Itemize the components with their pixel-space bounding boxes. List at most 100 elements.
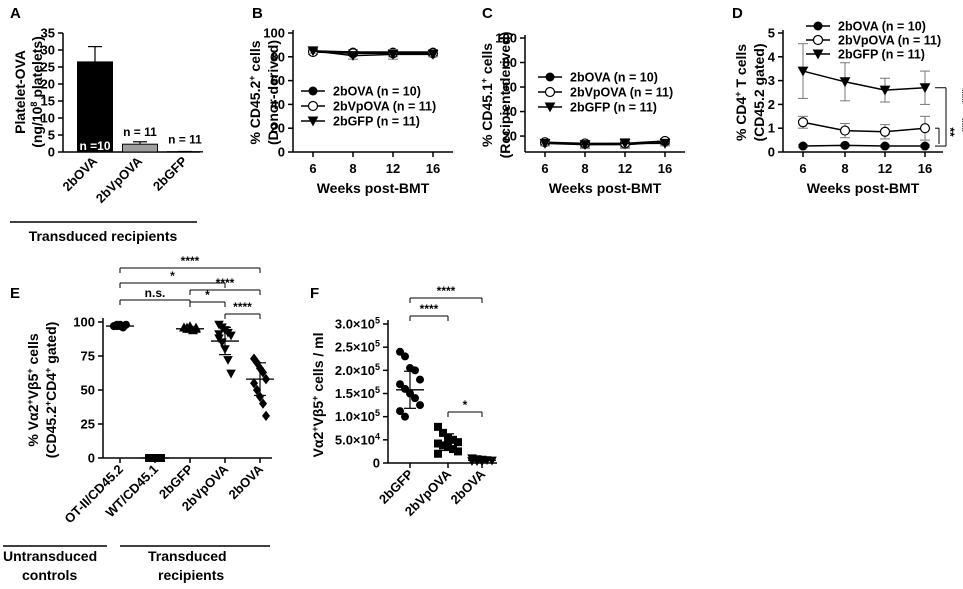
D-data-point (919, 83, 931, 94)
e-y-axis-title-2-part: CD4 (43, 373, 59, 401)
D-series-line (802, 144, 925, 147)
F-y-tick-label-part: 5 (375, 362, 380, 372)
D-y-axis-title-part: + (733, 91, 743, 96)
e-group-label-1b: controls (22, 567, 77, 583)
a-y-tick-label: 15 (41, 94, 55, 109)
F-data-point (434, 449, 442, 458)
f-y-axis-title-part: Vβ5 (310, 401, 326, 427)
B-y-axis-title-part: cells (247, 40, 263, 75)
D-data-point (879, 85, 891, 96)
F-data-point (434, 422, 442, 431)
D-data-point (839, 77, 851, 88)
panel-letter-e: E (10, 285, 20, 302)
D-data-point (919, 123, 931, 134)
D-y-tick-label: 0 (768, 145, 775, 160)
e-y-axis-title-2-part: + (43, 401, 53, 406)
B-legend-label: 2bGFP (n = 11) (333, 115, 420, 129)
C-y-tick-label: 80 (503, 55, 517, 70)
E-y-tick-label-part: 75 (81, 349, 95, 364)
E-sig-label: * (170, 269, 175, 283)
E-y-tick-label-part: 100 (73, 315, 95, 330)
C-data-point (579, 140, 591, 151)
D-legend-label: 2bVpOVA (n = 11) (838, 34, 941, 48)
D-data-point (839, 125, 851, 136)
e-y-axis-title: % Vα2+Vβ5+ cells (25, 333, 41, 447)
e-y-axis-title-part: + (25, 399, 35, 404)
C-x-tick-label: 8 (581, 161, 588, 176)
B-series-line (312, 50, 433, 57)
a-bar (122, 143, 158, 153)
D-series-line (802, 121, 926, 133)
B-y-tick-label: 80 (271, 49, 285, 64)
a-n-label: n = 11 (123, 125, 157, 139)
a-x-tick-label: 2bVpOVA (93, 153, 146, 206)
D-x-tick-label: 8 (841, 161, 848, 176)
d-sig-label: ** (943, 127, 957, 137)
C-legend-marker (544, 86, 556, 98)
E-data-point (262, 410, 270, 422)
E-data-point (250, 378, 258, 389)
F-x-tick-label: 2bOVA (448, 466, 489, 507)
F-data-point (411, 366, 419, 375)
F-sig-label: **** (437, 284, 456, 298)
B-x-tick-label: 12 (386, 161, 400, 176)
a-group-label: Transduced recipients (29, 228, 178, 244)
D-legend-marker (812, 34, 824, 46)
D-y-tick-label: 5 (768, 26, 775, 41)
a-y-tick-label: 0 (48, 145, 55, 160)
d-sig-label: *** (955, 89, 963, 103)
C-series-line (544, 142, 665, 146)
C-data-point (619, 138, 631, 149)
C-y-tick-label: 60 (503, 80, 517, 95)
E-data-point (253, 384, 261, 396)
E-x-tick-label: 2bOVA (226, 461, 267, 502)
E-data-point (259, 398, 267, 409)
F-data-point (401, 412, 409, 421)
E-y-tick-label: 25 (81, 417, 95, 432)
C-data-point (539, 138, 551, 149)
E-y-tick-label-part: 25 (81, 417, 95, 432)
F-data-point (449, 445, 457, 454)
D-data-point (798, 141, 808, 151)
a-n-label: n =10 (79, 139, 110, 153)
C-y-axis-title-part: % CD45.1 (479, 83, 495, 147)
f-y-axis-title-part: + (310, 396, 320, 401)
a-y-tick-label: 30 (41, 43, 55, 58)
f-y-axis-title-part: cells / ml (310, 333, 326, 396)
D-x-tick-label: 12 (878, 161, 892, 176)
f-y-axis-title-part: + (310, 426, 320, 431)
C-y-axis-title-2: (Recipient-derived) (497, 32, 513, 159)
C-x-tick-label: 6 (541, 161, 548, 176)
D-y-tick-label: 2 (768, 97, 775, 112)
panel-letter-c: C (482, 5, 493, 22)
C-y-axis-title-part: cells (479, 43, 495, 78)
B-legend-marker (307, 100, 319, 112)
panel-letter-a: A (10, 5, 21, 22)
e-y-axis-title-part: Vβ5 (25, 373, 41, 399)
f-y-axis-title: Vα2+Vβ5+ cells / ml (310, 333, 326, 458)
B-x-axis-title: Weeks post-BMT (317, 180, 430, 196)
C-y-tick-label: 40 (503, 104, 517, 119)
D-series-line (802, 70, 926, 91)
D-data-point (797, 66, 809, 77)
D-legend-marker (812, 49, 824, 60)
E-data-point (214, 330, 224, 340)
D-y-tick-label: 3 (768, 73, 775, 88)
D-data-point (797, 117, 809, 128)
E-data-point (223, 356, 233, 365)
F-y-tick-label: 1.5×105 (335, 385, 380, 401)
F-y-tick-label: 2.0×105 (335, 362, 380, 378)
C-y-tick-label: 100 (495, 31, 517, 46)
a-x-tick-label: 2bOVA (60, 153, 101, 194)
B-series-line (312, 50, 433, 53)
F-data-point (411, 394, 419, 403)
e-y-axis-title-2-part: + (43, 368, 53, 373)
B-legend-marker (307, 116, 319, 127)
E-sig-label: n.s. (145, 286, 166, 300)
a-y-tick-label: 25 (41, 60, 55, 75)
B-y-tick-label: 100 (263, 26, 285, 41)
a-y-axis-title: Platelet-OVA (12, 50, 28, 134)
C-x-tick-label: 16 (658, 161, 672, 176)
E-sig-label: * (205, 288, 210, 302)
C-y-axis-title: % CD45.1+ cells (479, 43, 495, 147)
